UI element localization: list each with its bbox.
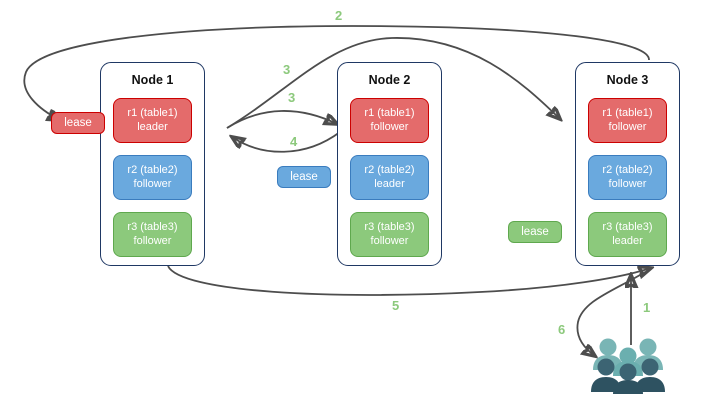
node-2-replica-r1-name: r1 (table1) xyxy=(364,107,415,119)
node-1-replica-r2-role: follower xyxy=(133,177,172,190)
arrow-step-3-upper xyxy=(226,37,560,129)
node-3[interactable]: Node 3 r1 (table1) follower r2 (table2) … xyxy=(575,62,680,266)
step-label-6: 6 xyxy=(558,322,566,337)
step-label-1: 1 xyxy=(643,300,651,315)
node-1-replica-r2[interactable]: r2 (table2) follower xyxy=(113,155,192,200)
node-3-replica-r1-role: follower xyxy=(608,120,647,133)
node-3-replica-r3-name: r3 (table3) xyxy=(602,221,653,233)
node-1-replica-r1-role: leader xyxy=(137,120,168,133)
users-group-icon xyxy=(591,338,665,394)
node-2-replica-r3[interactable]: r3 (table3) follower xyxy=(350,212,429,257)
node-3-replica-r3[interactable]: r3 (table3) leader xyxy=(588,212,667,257)
node-3-replica-r1-name: r1 (table1) xyxy=(602,107,653,119)
node-2-replica-r1[interactable]: r1 (table1) follower xyxy=(350,98,429,143)
node-2-replica-r3-name: r3 (table3) xyxy=(364,221,415,233)
arrow-step-3-lower xyxy=(226,110,337,129)
node-2-title: Node 2 xyxy=(368,73,411,87)
node-2[interactable]: Node 2 r1 (table1) follower r2 (table2) … xyxy=(337,62,442,266)
node-2-replica-r3-role: follower xyxy=(370,234,409,247)
node-2-replica-r2-name: r2 (table2) xyxy=(364,164,415,176)
lease-badge-green[interactable]: lease xyxy=(508,221,562,243)
step-label-4: 4 xyxy=(290,134,298,149)
node-3-replica-r2-name: r2 (table2) xyxy=(602,164,653,176)
step-label-2: 2 xyxy=(335,8,343,23)
arrow-step-6 xyxy=(576,271,646,356)
node-3-replica-r1[interactable]: r1 (table1) follower xyxy=(588,98,667,143)
node-3-replica-r3-role: leader xyxy=(612,234,643,247)
arrow-step-4 xyxy=(232,131,341,153)
node-2-replica-r2[interactable]: r2 (table2) leader xyxy=(350,155,429,200)
lease-badge-blue[interactable]: lease xyxy=(277,166,331,188)
step-label-3a: 3 xyxy=(283,62,291,77)
node-1-replica-r2-name: r2 (table2) xyxy=(127,164,178,176)
step-label-3b: 3 xyxy=(288,90,296,105)
node-2-replica-r2-role: leader xyxy=(374,177,405,190)
node-1-replica-r3-role: follower xyxy=(133,234,172,247)
arrow-step-2 xyxy=(23,25,650,120)
node-3-title: Node 3 xyxy=(606,73,649,87)
step-label-5: 5 xyxy=(392,298,400,313)
node-1-replica-r3-name: r3 (table3) xyxy=(127,221,178,233)
node-1-replica-r1-name: r1 (table1) xyxy=(127,107,178,119)
arrow-step-5 xyxy=(167,266,651,296)
node-1-title: Node 1 xyxy=(131,73,174,87)
node-3-replica-r2[interactable]: r2 (table2) follower xyxy=(588,155,667,200)
node-2-replica-r1-role: follower xyxy=(370,120,409,133)
lease-badge-red[interactable]: lease xyxy=(51,112,105,134)
node-1[interactable]: Node 1 r1 (table1) leader r2 (table2) fo… xyxy=(100,62,205,266)
node-3-replica-r2-role: follower xyxy=(608,177,647,190)
node-1-replica-r3[interactable]: r3 (table3) follower xyxy=(113,212,192,257)
node-1-replica-r1[interactable]: r1 (table1) leader xyxy=(113,98,192,143)
